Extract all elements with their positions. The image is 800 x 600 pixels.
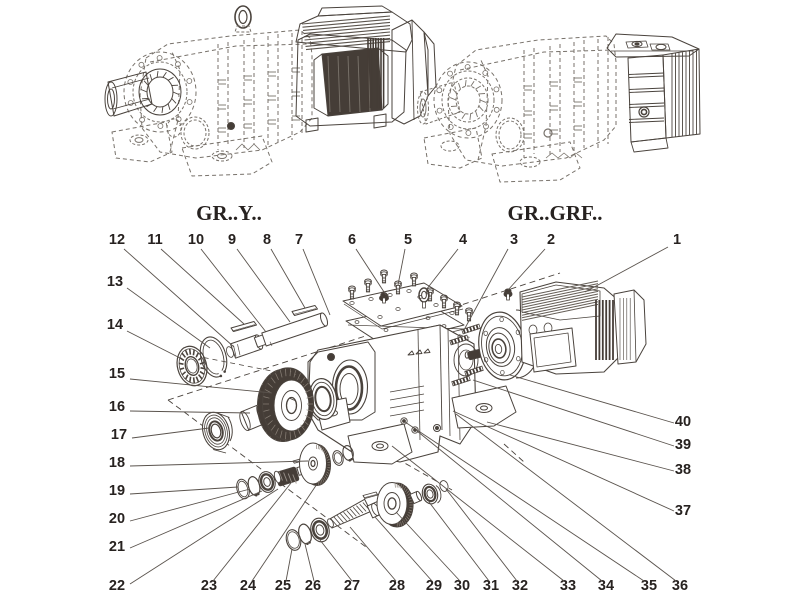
svg-text:21: 21 <box>109 539 125 555</box>
svg-text:14: 14 <box>107 317 123 333</box>
svg-text:20: 20 <box>109 511 125 527</box>
svg-text:23: 23 <box>201 578 217 594</box>
svg-text:24: 24 <box>240 578 256 594</box>
svg-text:40: 40 <box>675 414 691 430</box>
svg-text:11: 11 <box>147 232 162 248</box>
svg-text:36: 36 <box>672 578 688 594</box>
svg-text:10: 10 <box>188 232 204 248</box>
svg-text:12: 12 <box>109 232 125 248</box>
svg-text:33: 33 <box>560 578 576 594</box>
svg-text:29: 29 <box>426 578 442 594</box>
svg-text:38: 38 <box>675 462 691 478</box>
svg-text:30: 30 <box>454 578 470 594</box>
svg-text:35: 35 <box>641 578 657 594</box>
svg-text:1: 1 <box>673 232 681 248</box>
svg-text:37: 37 <box>675 503 691 519</box>
svg-text:19: 19 <box>109 483 125 499</box>
svg-text:GR..GRF..: GR..GRF.. <box>508 201 603 225</box>
svg-text:9: 9 <box>228 232 236 248</box>
svg-text:39: 39 <box>675 437 691 453</box>
svg-text:26: 26 <box>305 578 321 594</box>
svg-text:4: 4 <box>459 232 467 248</box>
svg-text:GR..Y..: GR..Y.. <box>196 201 262 225</box>
svg-text:8: 8 <box>263 232 271 248</box>
svg-text:15: 15 <box>109 366 125 382</box>
svg-text:18: 18 <box>109 455 125 471</box>
svg-text:17: 17 <box>111 427 127 443</box>
svg-text:32: 32 <box>512 578 528 594</box>
svg-text:16: 16 <box>109 399 125 415</box>
svg-text:25: 25 <box>275 578 291 594</box>
svg-text:28: 28 <box>389 578 405 594</box>
svg-text:22: 22 <box>109 578 125 594</box>
svg-text:3: 3 <box>510 232 518 248</box>
svg-text:5: 5 <box>404 232 412 248</box>
svg-text:6: 6 <box>348 232 356 248</box>
svg-text:34: 34 <box>598 578 614 594</box>
svg-text:2: 2 <box>547 232 555 248</box>
svg-text:31: 31 <box>483 578 499 594</box>
svg-text:7: 7 <box>295 232 303 248</box>
svg-text:27: 27 <box>344 578 360 594</box>
svg-text:13: 13 <box>107 274 123 290</box>
